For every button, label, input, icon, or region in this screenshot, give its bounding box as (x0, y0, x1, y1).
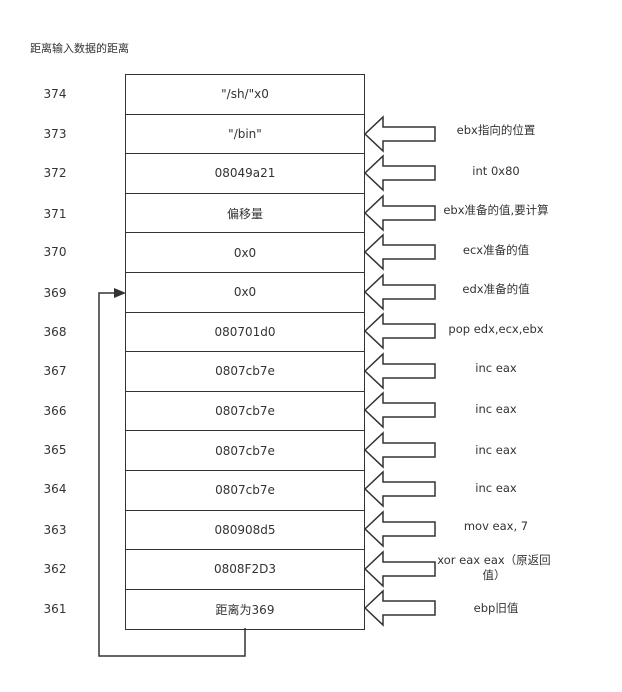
stack-cell: 0807cb7e (126, 352, 364, 392)
block-arrow (363, 550, 436, 588)
index-label: 373 (43, 127, 67, 141)
stack-frame: "/sh/"x0 "/bin" 08049a21 偏移量 0x0 0x0 080… (125, 74, 365, 631)
diagram-title: 距离输入数据的距离 (30, 42, 129, 55)
index-label: 362 (43, 562, 67, 576)
block-arrows (363, 115, 436, 627)
index-label: 372 (43, 166, 67, 180)
stack-cell: 080908d5 (126, 511, 364, 551)
annotation-label: inc eax (475, 481, 517, 495)
block-arrow (363, 470, 436, 508)
index-label: 371 (43, 207, 67, 221)
annotation-label: ecx准备的值 (462, 243, 530, 257)
index-label: 370 (43, 245, 67, 259)
block-arrow (363, 233, 436, 271)
stack-cell: 0807cb7e (126, 392, 364, 432)
block-arrow (363, 510, 436, 548)
index-label: 361 (43, 602, 67, 616)
block-arrow (363, 194, 436, 232)
block-arrow (363, 154, 436, 192)
annotation-label: xor eax eax（原返回值） (437, 553, 551, 582)
block-arrow (363, 589, 436, 627)
stack-cell: 0808F2D3 (126, 550, 364, 590)
block-arrow (363, 352, 436, 390)
stack-cell: 0x0 (126, 233, 364, 273)
loop-connector (98, 292, 246, 657)
stack-cell: 0x0 (126, 273, 364, 313)
block-arrow (363, 312, 436, 350)
index-label: 366 (43, 404, 67, 418)
index-label: 364 (43, 482, 67, 496)
stack-cell: "/bin" (126, 115, 364, 155)
loop-arrowhead (114, 288, 126, 298)
stack-cell: 偏移量 (126, 194, 364, 234)
block-arrow (363, 431, 436, 469)
stack-cell: 0807cb7e (126, 471, 364, 511)
block-arrow (363, 391, 436, 429)
stack-cell: "/sh/"x0 (126, 75, 364, 115)
stack-cell: 080701d0 (126, 313, 364, 353)
annotation-label: edx准备的值 (462, 282, 530, 296)
index-label: 365 (43, 443, 67, 457)
annotation-label: pop edx,ecx,ebx (448, 322, 544, 336)
annotation-label: ebx准备的值,要计算 (443, 203, 549, 217)
index-label: 363 (43, 523, 67, 537)
annotation-label: int 0x80 (472, 164, 520, 178)
block-arrow (363, 115, 436, 153)
annotation-label: inc eax (475, 443, 517, 457)
stack-cell: 0807cb7e (126, 431, 364, 471)
annotation-label: inc eax (475, 361, 517, 375)
annotation-label: mov eax, 7 (463, 519, 529, 533)
index-label: 374 (43, 87, 67, 101)
annotation-label: inc eax (475, 402, 517, 416)
block-arrow (363, 273, 436, 311)
index-label: 368 (43, 325, 67, 339)
annotation-label: ebx指向的位置 (456, 123, 536, 137)
index-label: 367 (43, 364, 67, 378)
annotation-label: ebp旧值 (473, 601, 519, 615)
stack-cell: 08049a21 (126, 154, 364, 194)
index-label: 369 (43, 286, 67, 300)
stack-cell: 距离为369 (215, 603, 275, 618)
